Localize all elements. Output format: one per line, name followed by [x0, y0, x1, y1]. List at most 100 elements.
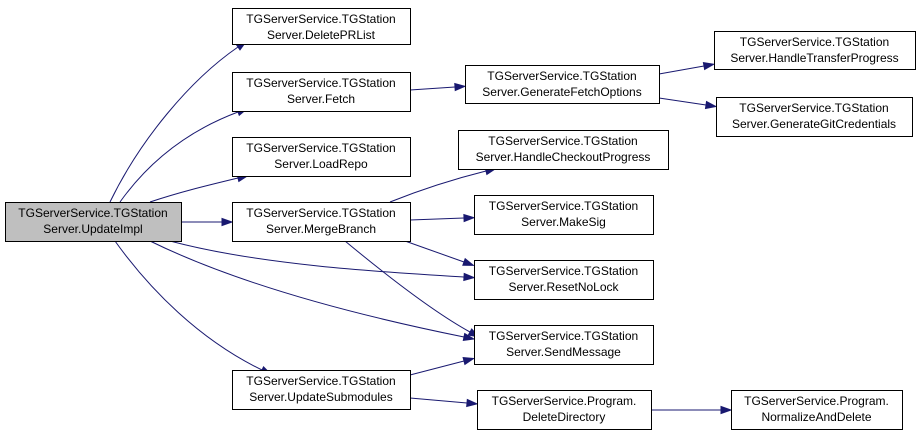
edge-line: [658, 65, 705, 75]
edge-merge-branch-to-send-message: [344, 240, 481, 338]
node-label-namespace: TGServerService.TGStation: [246, 374, 395, 388]
edge-line: [409, 217, 465, 221]
edge-update-impl-to-send-message: [149, 240, 476, 342]
arrowhead: [462, 332, 476, 342]
call-nodes: TGServerService.TGStationServer.UpdateIm…: [5, 8, 916, 430]
node-label-namespace: TGServerService.TGStation: [246, 141, 395, 155]
node-label-method: Server.HandleCheckoutProgress: [476, 150, 651, 164]
arrowhead: [702, 61, 716, 71]
node-label-method: Server.MergeBranch: [266, 222, 376, 236]
node-label-method: Server.UpdateImpl: [43, 222, 142, 236]
node-label-namespace: TGServerService.TGStation: [246, 206, 395, 220]
node-box[interactable]: [477, 390, 652, 430]
node-delete-directory[interactable]: TGServerService.Program.DeleteDirectory: [477, 390, 652, 430]
node-label-method: Server.ResetNoLock: [508, 280, 619, 294]
node-box[interactable]: [716, 97, 913, 137]
node-generate-git-credentials[interactable]: TGServerService.TGStationServer.Generate…: [716, 97, 913, 137]
node-label-namespace: TGServerService.TGStation: [246, 76, 395, 90]
edge-update-impl-to-fetch: [119, 107, 249, 203]
node-label-method: Server.GenerateFetchOptions: [482, 85, 641, 99]
node-merge-branch[interactable]: TGServerService.TGStationServer.MergeBra…: [232, 202, 411, 242]
node-box[interactable]: [465, 65, 660, 104]
edge-line: [119, 111, 239, 203]
edge-line: [169, 240, 465, 278]
edge-line: [389, 170, 487, 203]
edge-line: [149, 240, 465, 338]
node-label-method: Server.GenerateGitCredentials: [732, 117, 896, 131]
node-label-namespace: TGServerService.TGStation: [246, 12, 395, 26]
edge-update-impl-to-delete-pr-list: [109, 40, 248, 203]
node-handle-checkout-progress[interactable]: TGServerService.TGStationServer.HandleCh…: [458, 130, 669, 170]
edge-line: [109, 46, 239, 203]
edge-merge-branch-to-make-sig: [409, 213, 476, 223]
node-label-method: Server.Fetch: [287, 92, 355, 106]
arrowhead: [720, 405, 733, 415]
node-update-submodules[interactable]: TGServerService.TGStationServer.UpdateSu…: [232, 370, 411, 410]
node-label-namespace: TGServerService.TGStation: [739, 101, 888, 115]
node-label-namespace: TGServerService.TGStation: [489, 264, 638, 278]
node-box[interactable]: [458, 130, 669, 170]
node-label-namespace: TGServerService.Program.: [744, 394, 889, 408]
node-label-method: Server.LoadRepo: [274, 157, 368, 171]
arrowhead: [462, 357, 476, 366]
edge-line: [114, 240, 263, 371]
node-box[interactable]: [714, 31, 916, 70]
node-send-message[interactable]: TGServerService.TGStationServer.SendMess…: [474, 325, 654, 365]
arrowhead: [466, 398, 479, 408]
arrowhead: [221, 217, 234, 227]
edge-update-impl-to-load-repo: [149, 174, 250, 203]
edge-generate-fetch-options-to-generate-git-credentials: [658, 97, 718, 110]
node-label-method: Server.UpdateSubmodules: [249, 390, 392, 404]
edge-update-impl-to-merge-branch: [181, 217, 234, 227]
node-box[interactable]: [232, 8, 411, 45]
edge-generate-fetch-options-to-handle-transfer-progress: [658, 61, 716, 75]
node-box[interactable]: [232, 72, 411, 112]
arrowhead: [704, 100, 718, 110]
edge-line: [344, 240, 471, 333]
node-handle-transfer-progress[interactable]: TGServerService.TGStationServer.HandleTr…: [714, 31, 916, 70]
node-generate-fetch-options[interactable]: TGServerService.TGStationServer.Generate…: [465, 65, 660, 104]
node-box[interactable]: [474, 325, 654, 365]
arrowhead: [454, 82, 467, 92]
edge-update-submodules-to-delete-directory: [409, 397, 479, 408]
node-label-method: Server.DeletePRList: [267, 28, 376, 42]
edge-merge-branch-to-reset-no-lock: [404, 240, 475, 266]
edge-line: [658, 97, 707, 106]
edge-line: [404, 240, 465, 263]
edge-line: [149, 177, 239, 203]
node-label-namespace: TGServerService.TGStation: [488, 134, 637, 148]
edge-line: [409, 360, 465, 376]
node-normalize-and-delete[interactable]: TGServerService.Program. NormalizeAndDele…: [731, 390, 903, 430]
node-box[interactable]: [232, 202, 411, 242]
node-label-namespace: TGServerService.TGStation: [489, 199, 638, 213]
node-box[interactable]: [474, 260, 654, 300]
arrowhead: [463, 272, 476, 282]
node-label-namespace: TGServerService.TGStation: [487, 69, 636, 83]
edge-update-impl-to-reset-no-lock: [169, 240, 476, 282]
node-delete-pr-list[interactable]: TGServerService.TGStationServer.DeletePR…: [232, 8, 411, 45]
node-box[interactable]: [474, 195, 654, 235]
edge-line: [409, 86, 456, 91]
arrowhead: [462, 257, 475, 266]
node-box[interactable]: [5, 202, 182, 242]
arrowhead: [463, 213, 476, 223]
node-reset-no-lock[interactable]: TGServerService.TGStationServer.ResetNoL…: [474, 260, 654, 300]
edge-update-submodules-to-send-message: [409, 357, 476, 376]
node-update-impl[interactable]: TGServerService.TGStationServer.UpdateIm…: [5, 202, 182, 242]
node-label-method: NormalizeAndDelete: [761, 410, 871, 424]
node-box[interactable]: [232, 370, 411, 410]
node-box[interactable]: [232, 137, 411, 177]
edge-fetch-to-generate-fetch-options: [409, 82, 467, 92]
edge-update-impl-to-update-submodules: [114, 240, 273, 376]
node-label-namespace: TGServerService.Program.: [492, 394, 637, 408]
edge-delete-directory-to-normalize-and-delete: [651, 405, 733, 415]
node-label-namespace: TGServerService.TGStation: [740, 35, 889, 49]
node-box[interactable]: [731, 390, 903, 430]
node-label-namespace: TGServerService.TGStation: [489, 329, 638, 343]
node-label-method: Server.SendMessage: [506, 345, 621, 359]
node-label-method: Server.MakeSig: [521, 215, 606, 229]
